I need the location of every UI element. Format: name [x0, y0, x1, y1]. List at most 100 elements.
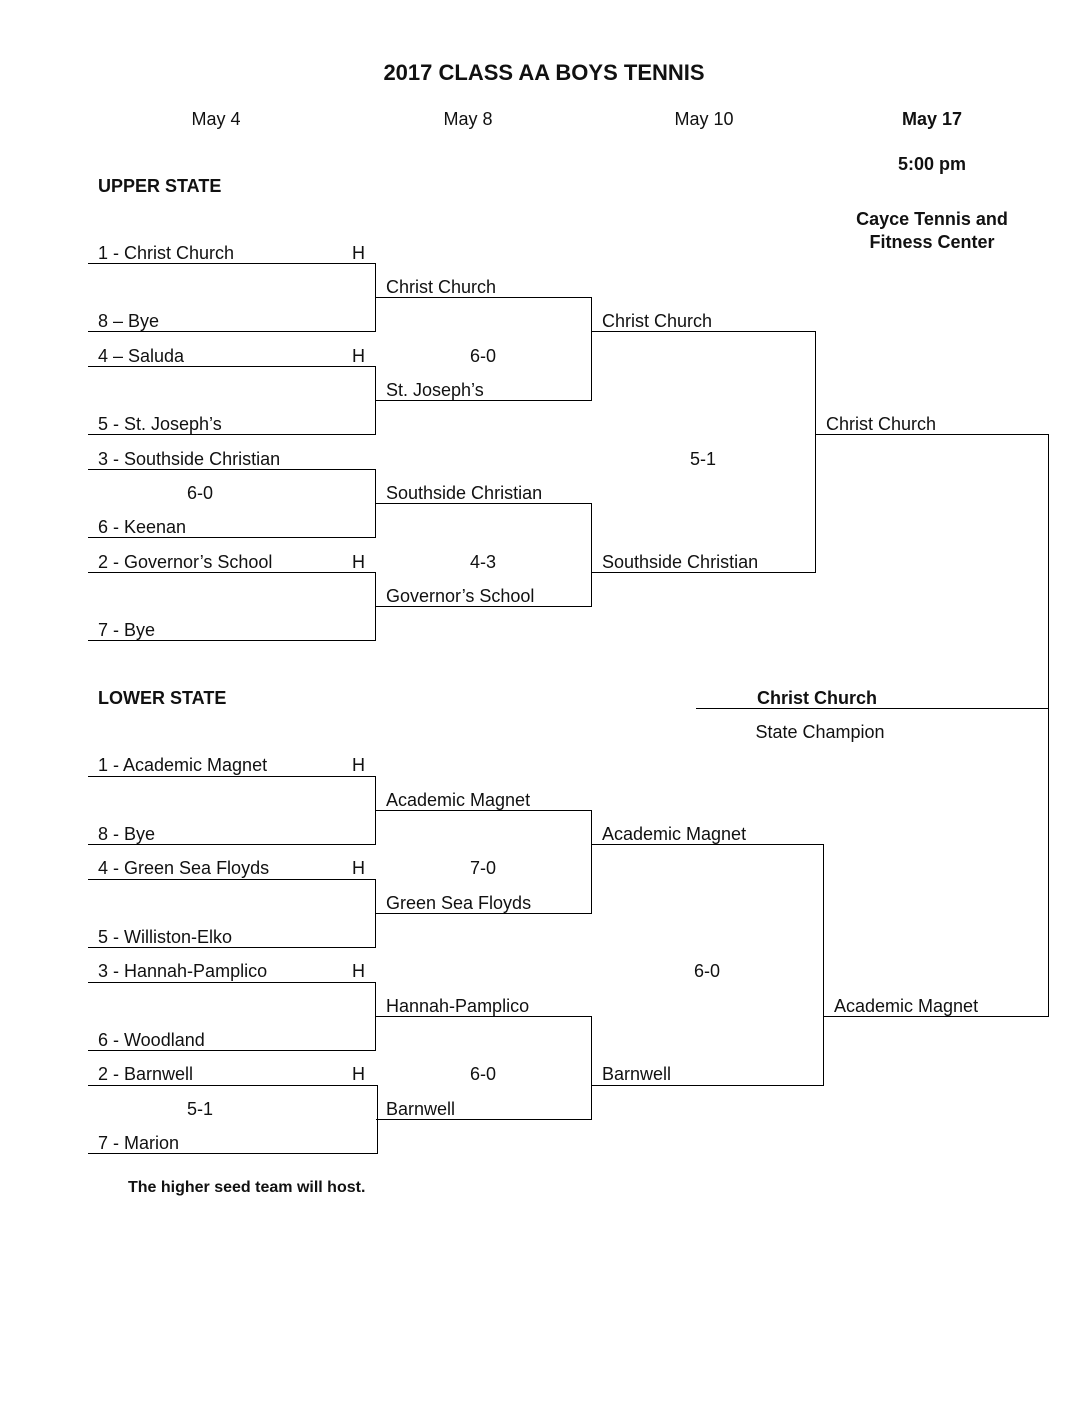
- upper-r2-team-3: Southside Christian: [386, 483, 543, 503]
- bracket-line-h: [88, 776, 376, 777]
- final-time: 5:00 pm: [897, 154, 967, 174]
- score: 5-1: [689, 449, 717, 469]
- lower-r2-team-4: Barnwell: [386, 1099, 456, 1119]
- bracket-line-h: [88, 844, 376, 845]
- bracket-line-v: [375, 263, 376, 332]
- upper-r1-team-7: 7 - Bye: [98, 620, 156, 640]
- lower-r1-team-6: 6 - Woodland: [98, 1030, 205, 1050]
- venue-line-1: Cayce Tennis and: [856, 209, 1008, 229]
- bracket-line-h: [88, 434, 376, 435]
- bracket-line-v: [591, 1016, 592, 1120]
- bracket-line-h: [592, 572, 816, 573]
- venue-line-2: Fitness Center: [869, 232, 995, 252]
- champion-name: Christ Church: [756, 688, 878, 708]
- upper-r1-team-1: 1 - Christ Church: [98, 243, 235, 263]
- score: 6-0: [186, 483, 214, 503]
- upper-r1-team-5: 5 - St. Joseph’s: [98, 414, 222, 434]
- upper-r3-team-1: Christ Church: [602, 311, 713, 331]
- host-mark: H: [352, 858, 365, 878]
- upper-state-label: UPPER STATE: [98, 176, 222, 196]
- upper-r2-team-2: St. Joseph’s: [386, 380, 484, 400]
- score: 6-0: [469, 1064, 497, 1084]
- score: 7-0: [469, 858, 497, 878]
- bracket-line-v: [375, 982, 376, 1051]
- bracket-line-v: [375, 469, 376, 538]
- lower-r2-team-3: Hannah-Pamplico: [386, 996, 530, 1016]
- date-round-3: May 10: [674, 109, 734, 129]
- bracket-line-v: [375, 366, 376, 435]
- date-round-1: May 4: [191, 109, 241, 129]
- page-title: 2017 CLASS AA BOYS TENNIS: [383, 60, 705, 85]
- host-mark: H: [352, 1064, 365, 1084]
- bracket-line-h: [88, 879, 376, 880]
- bracket-line-h: [376, 810, 592, 811]
- upper-r1-team-8: 8 – Bye: [98, 311, 160, 331]
- upper-state-winner: Christ Church: [826, 414, 937, 434]
- bracket-line-h: [88, 366, 376, 367]
- bracket-line-h: [376, 400, 592, 401]
- lower-r2-team-1: Academic Magnet: [386, 790, 531, 810]
- host-mark: H: [352, 243, 365, 263]
- bracket-line-v: [375, 776, 376, 845]
- upper-r3-team-2: Southside Christian: [602, 552, 759, 572]
- lower-r1-team-7: 7 - Marion: [98, 1133, 180, 1153]
- bracket-line-h: [592, 1085, 824, 1086]
- bracket-line-h: [88, 640, 376, 641]
- upper-r1-team-6: 6 - Keenan: [98, 517, 187, 537]
- lower-r2-team-2: Green Sea Floyds: [386, 893, 532, 913]
- bracket-line-h: [88, 982, 376, 983]
- host-mark: H: [352, 961, 365, 981]
- bracket-line-v: [815, 331, 816, 573]
- bracket-line-h: [376, 913, 592, 914]
- bracket-line-v: [591, 503, 592, 607]
- bracket-line-h: [376, 503, 592, 504]
- bracket-line-v: [1048, 434, 1049, 1016]
- lower-r1-team-2: 2 - Barnwell: [98, 1064, 194, 1084]
- lower-r1-team-3: 3 - Hannah-Pamplico: [98, 961, 268, 981]
- date-round-2: May 8: [443, 109, 493, 129]
- bracket-line-h: [376, 1119, 592, 1120]
- lower-state-label: LOWER STATE: [98, 688, 227, 708]
- score: 6-0: [693, 961, 721, 981]
- upper-r1-team-4: 4 – Saluda: [98, 346, 185, 366]
- bracket-line-v: [375, 879, 376, 948]
- bracket-line-h: [696, 708, 1049, 709]
- lower-r3-team-1: Academic Magnet: [602, 824, 747, 844]
- lower-state-winner: Academic Magnet: [834, 996, 979, 1016]
- bracket-line-h: [88, 537, 376, 538]
- bracket-line-v: [591, 297, 592, 401]
- upper-r1-team-3: 3 - Southside Christian: [98, 449, 281, 469]
- bracket-line-v: [375, 572, 376, 641]
- bracket-line-h: [824, 1016, 1049, 1017]
- bracket-line-h: [88, 331, 376, 332]
- score: 5-1: [186, 1099, 214, 1119]
- bracket-line-v: [823, 844, 824, 1086]
- host-mark: H: [352, 346, 365, 366]
- upper-r1-team-2: 2 - Governor’s School: [98, 552, 273, 572]
- lower-r1-team-5: 5 - Williston-Elko: [98, 927, 233, 947]
- upper-r2-team-4: Governor’s School: [386, 586, 535, 606]
- host-mark: H: [352, 552, 365, 572]
- champion-label: State Champion: [755, 722, 885, 742]
- bracket-line-h: [88, 1153, 378, 1154]
- score: 4-3: [469, 552, 497, 572]
- bracket-line-h: [88, 1050, 376, 1051]
- lower-r1-team-4: 4 - Green Sea Floyds: [98, 858, 270, 878]
- lower-r3-team-2: Barnwell: [602, 1064, 672, 1084]
- bracket-line-h: [88, 1085, 378, 1086]
- lower-r1-team-8: 8 - Bye: [98, 824, 156, 844]
- bracket-line-h: [88, 572, 376, 573]
- score: 6-0: [469, 346, 497, 366]
- upper-r2-team-1: Christ Church: [386, 277, 497, 297]
- host-mark: H: [352, 755, 365, 775]
- bracket-line-h: [592, 844, 824, 845]
- bracket-line-h: [592, 331, 816, 332]
- footnote: The higher seed team will host.: [128, 1179, 366, 1196]
- date-final: May 17: [901, 109, 963, 129]
- bracket-line-h: [376, 297, 592, 298]
- lower-r1-team-1: 1 - Academic Magnet: [98, 755, 268, 775]
- bracket-line-h: [88, 263, 376, 264]
- bracket-line-h: [376, 606, 592, 607]
- bracket-line-h: [816, 434, 1049, 435]
- bracket-line-h: [376, 1016, 592, 1017]
